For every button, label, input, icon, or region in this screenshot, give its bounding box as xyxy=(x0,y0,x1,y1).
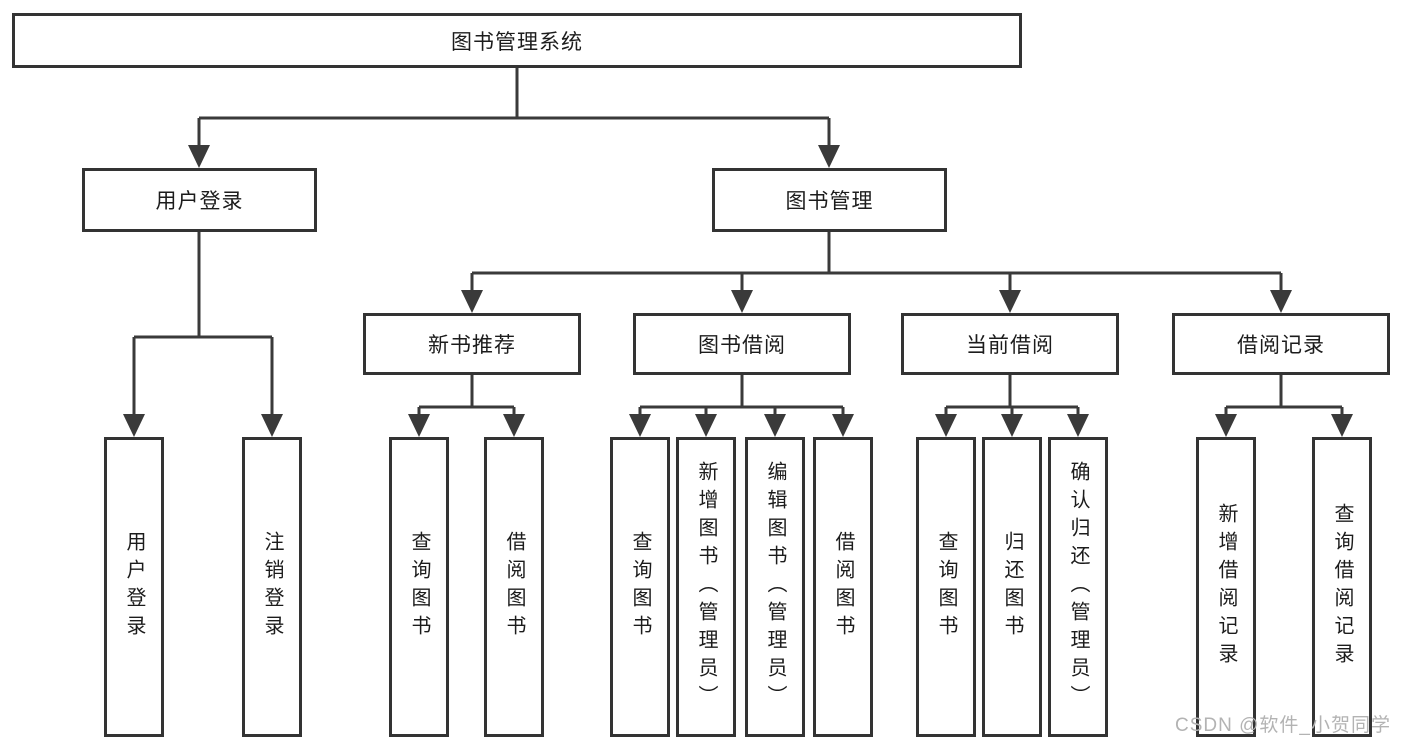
node-new-book-recommend: 新书推荐 xyxy=(363,313,581,375)
node-borrow-records: 借阅记录 xyxy=(1172,313,1390,375)
node-book-borrow: 图书借阅 xyxy=(633,313,851,375)
leaf-confirm-return-admin: 确认归还（管理员） xyxy=(1048,437,1108,737)
leaf-query-books-recommend: 查询图书 xyxy=(389,437,449,737)
leaf-edit-books-admin: 编辑图书（管理员） xyxy=(745,437,805,737)
leaf-add-books-admin: 新增图书（管理员） xyxy=(676,437,736,737)
leaf-query-borrow-record: 查询借阅记录 xyxy=(1312,437,1372,737)
leaf-add-borrow-record: 新增借阅记录 xyxy=(1196,437,1256,737)
leaf-query-books-current: 查询图书 xyxy=(916,437,976,737)
leaf-logout-action: 注销登录 xyxy=(242,437,302,737)
leaf-query-books-borrow: 查询图书 xyxy=(610,437,670,737)
node-user-login: 用户登录 xyxy=(82,168,317,232)
leaf-user-login-action: 用户登录 xyxy=(104,437,164,737)
leaf-borrow-books: 借阅图书 xyxy=(813,437,873,737)
node-library-system: 图书管理系统 xyxy=(12,13,1022,68)
node-current-borrow: 当前借阅 xyxy=(901,313,1119,375)
node-book-management: 图书管理 xyxy=(712,168,947,232)
leaf-borrow-books-recommend: 借阅图书 xyxy=(484,437,544,737)
csdn-watermark: CSDN @软件_小贺同学 xyxy=(1175,715,1391,736)
leaf-return-books: 归还图书 xyxy=(982,437,1042,737)
